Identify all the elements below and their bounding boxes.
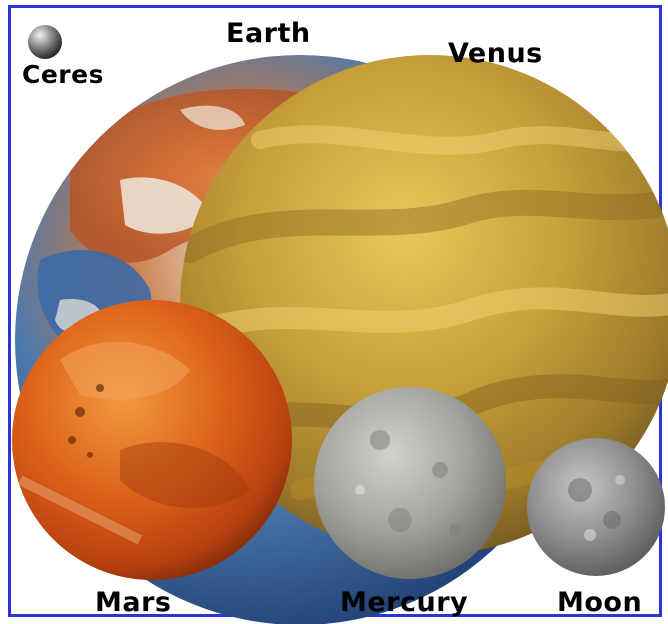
moon-body bbox=[527, 438, 665, 576]
venus-label: Venus bbox=[448, 38, 543, 69]
ceres-body bbox=[28, 25, 62, 59]
venus-planet bbox=[180, 55, 668, 555]
mercury-label: Mercury bbox=[340, 587, 469, 618]
mercury-planet bbox=[314, 387, 506, 579]
moon-label: Moon bbox=[557, 587, 643, 618]
ceres-label: Ceres bbox=[22, 60, 104, 89]
mars-planet bbox=[12, 300, 292, 580]
mars-label: Mars bbox=[95, 587, 172, 618]
earth-label: Earth bbox=[226, 18, 311, 49]
